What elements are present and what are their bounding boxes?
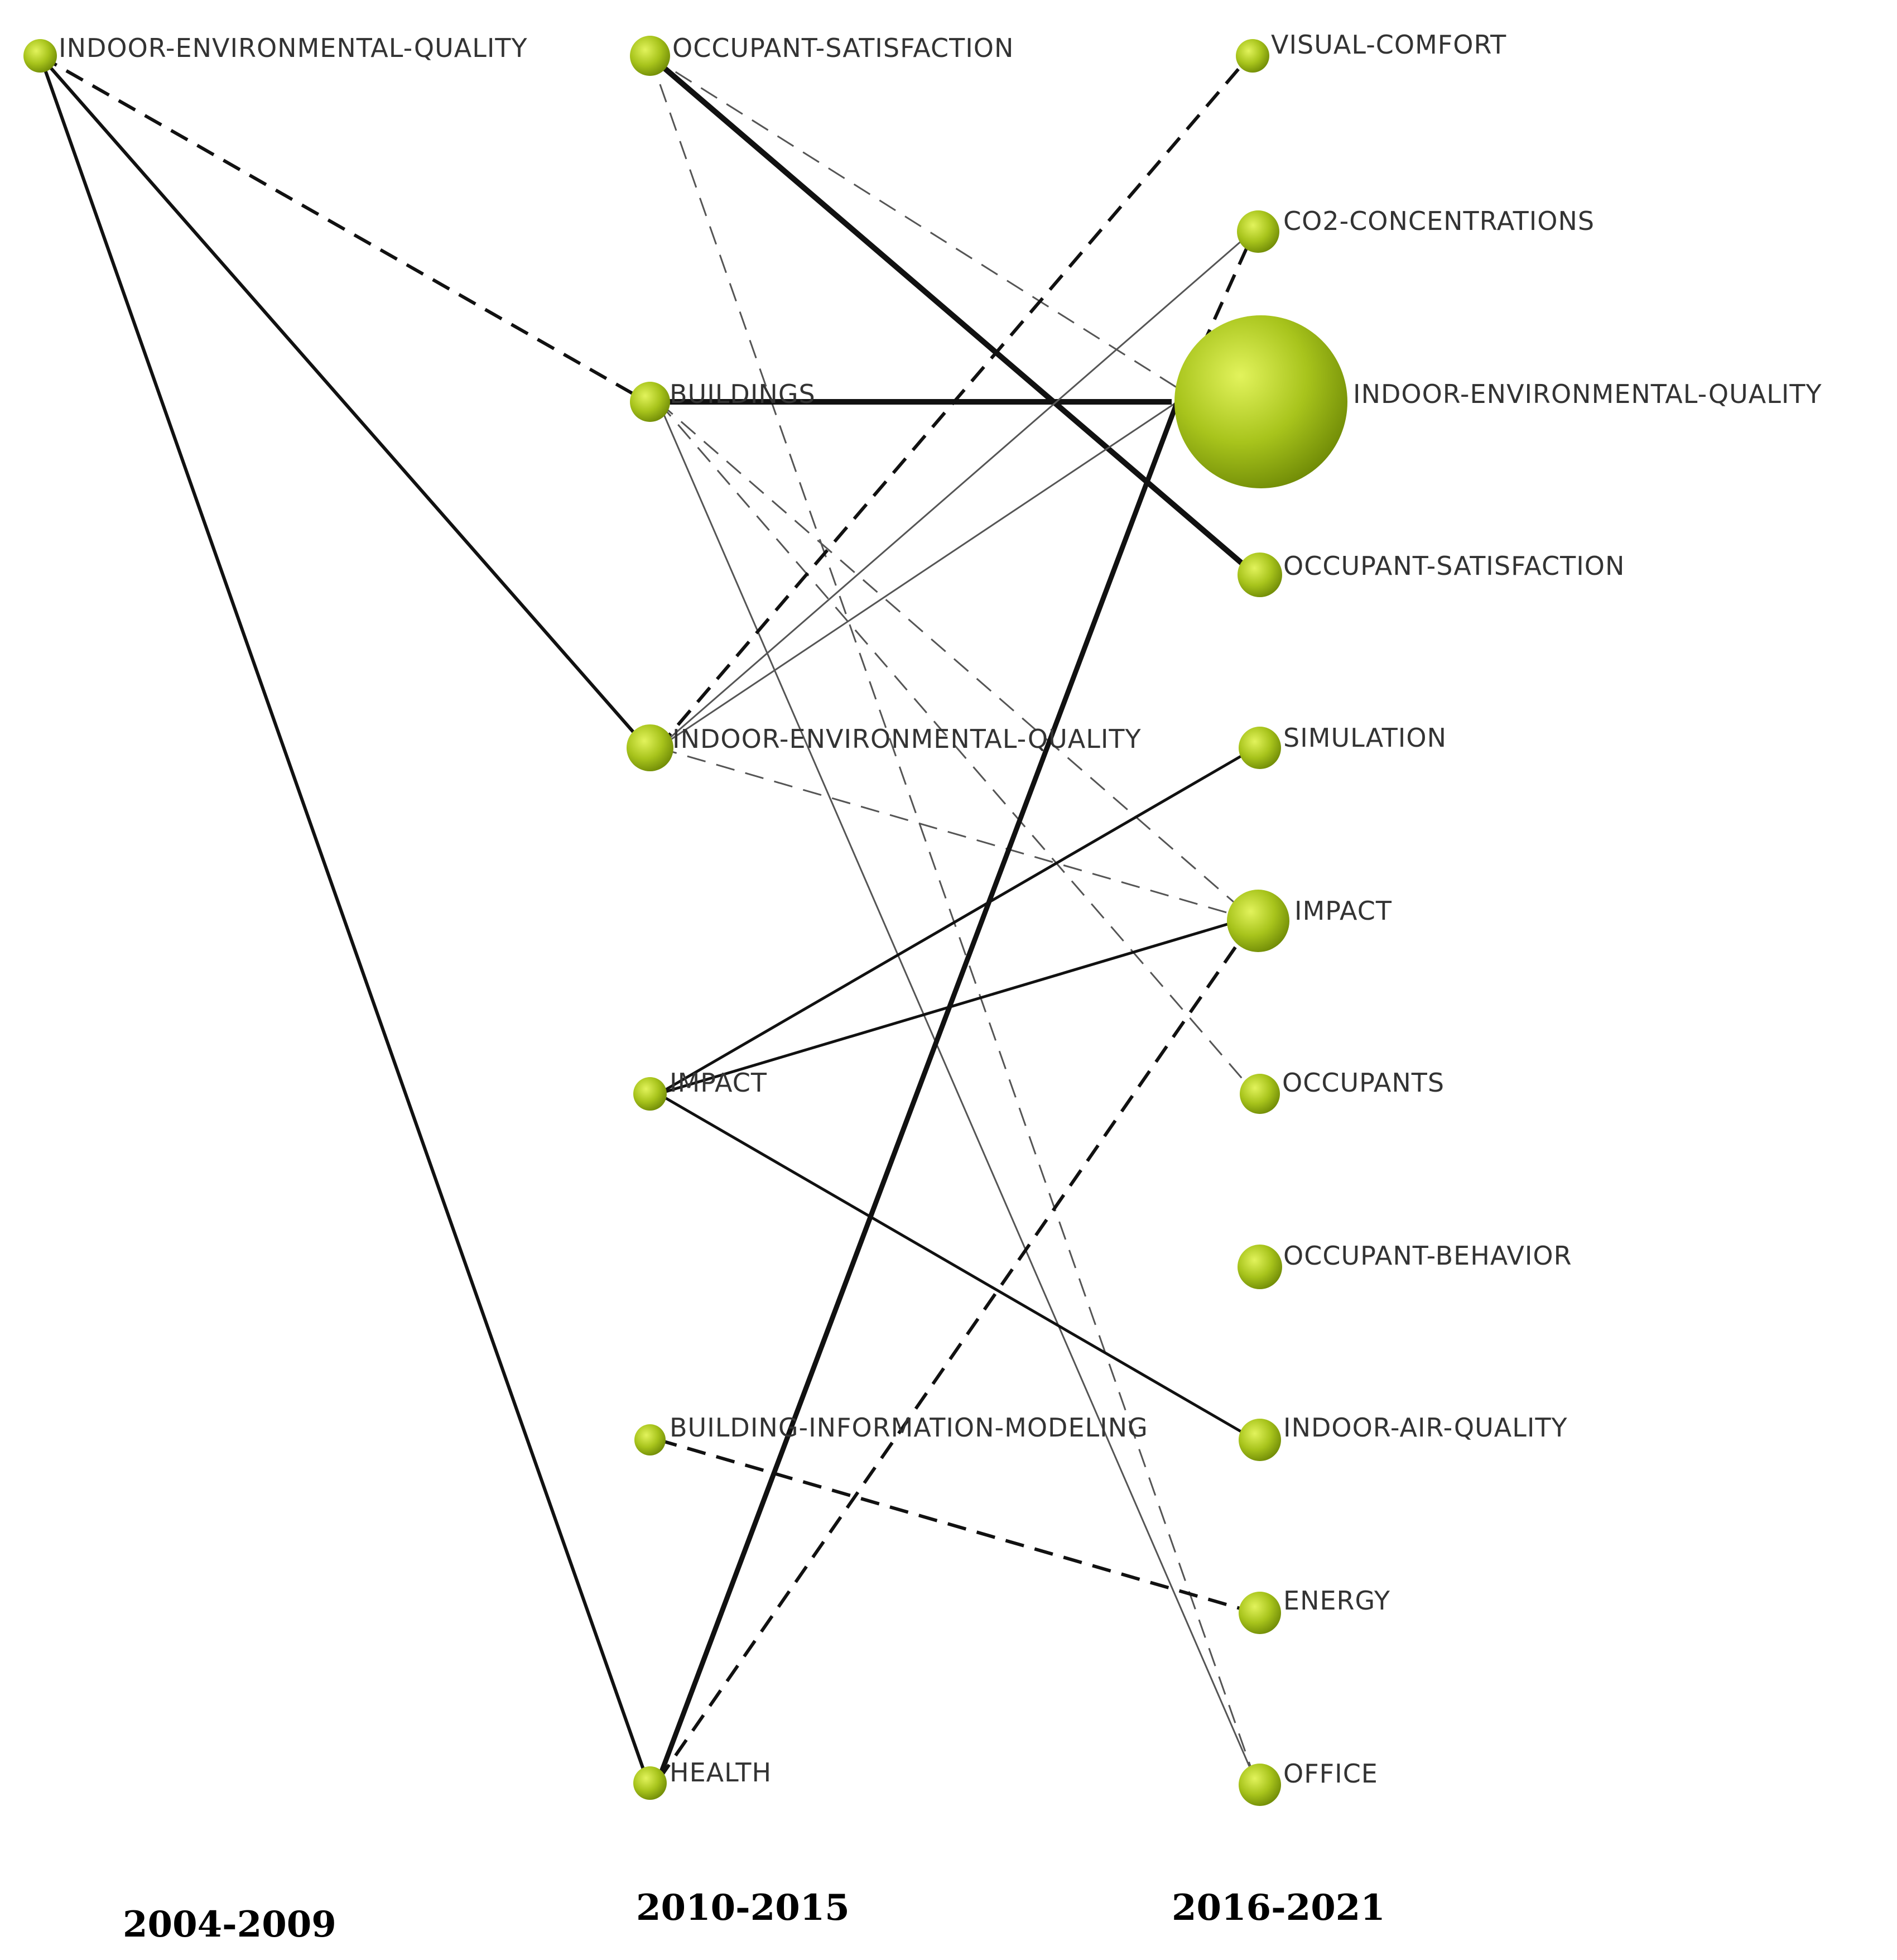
node-b-buildings[interactable] (630, 382, 670, 422)
label-c-visual: VISUAL-COMFORT (1271, 30, 1506, 60)
node-c-co2[interactable] (1237, 210, 1279, 253)
label-b-occsat: OCCUPANT-SATISFACTION (672, 33, 1014, 63)
label-c-occsat: OCCUPANT-SATISFACTION (1283, 551, 1625, 581)
column-2016-2021: VISUAL-COMFORT CO2-CONCENTRATIONS INDOOR… (1174, 30, 1822, 1806)
node-a-ieq[interactable] (23, 39, 57, 73)
column-2010-2015: OCCUPANT-SATISFACTION BUILDINGS INDOOR-E… (627, 33, 1148, 1800)
node-c-impact[interactable] (1227, 890, 1289, 952)
node-c-behavior[interactable] (1238, 1245, 1282, 1289)
edge-b-ieq-to-c-impact (658, 747, 1256, 922)
node-b-ieq[interactable] (627, 724, 673, 771)
node-c-simulation[interactable] (1239, 727, 1281, 769)
label-b-buildings: BUILDINGS (670, 379, 816, 409)
edge-a-ieq-to-b-health (38, 55, 649, 1781)
label-c-ieq: INDOOR-ENVIRONMENTAL-QUALITY (1353, 379, 1822, 409)
node-c-occsat[interactable] (1238, 553, 1282, 597)
period-label-2004-2009: 2004-2009 (123, 1904, 336, 1945)
node-c-visual[interactable] (1236, 39, 1269, 73)
label-b-ieq: INDOOR-ENVIRONMENTAL-QUALITY (672, 724, 1142, 754)
label-c-office: OFFICE (1283, 1759, 1378, 1789)
node-c-ieq[interactable] (1174, 315, 1347, 488)
edge-b-ieq-to-c-ieq (658, 401, 1178, 749)
edge-b-impact-to-c-iaq (657, 1092, 1256, 1442)
edge-b-occsat-to-c-ieq (649, 55, 1200, 403)
label-c-behavior: OCCUPANT-BEHAVIOR (1283, 1241, 1572, 1271)
period-label-2010-2015: 2010-2015 (636, 1887, 850, 1929)
node-c-office[interactable] (1239, 1764, 1281, 1806)
edge-b-impact-to-c-simulation (657, 746, 1256, 1096)
edge-b-buildings-to-c-impact (658, 401, 1256, 922)
label-c-energy: ENERGY (1283, 1586, 1390, 1616)
edge-a-ieq-to-b-buildings (39, 54, 648, 403)
edge-b-ieq-to-c-visual (657, 55, 1251, 749)
node-b-bim[interactable] (634, 1424, 666, 1455)
edge-b-buildings-to-c-occupants (657, 401, 1256, 1094)
node-c-occupants[interactable] (1240, 1074, 1280, 1114)
node-c-iaq[interactable] (1239, 1419, 1281, 1461)
label-c-iaq: INDOOR-AIR-QUALITY (1283, 1413, 1568, 1443)
edge-b-health-to-c-impact (657, 925, 1251, 1781)
edge-a-ieq-to-b-ieq (38, 55, 649, 749)
label-c-impact: IMPACT (1294, 896, 1392, 926)
label-c-co2: CO2-CONCENTRATIONS (1283, 206, 1595, 236)
column-2004-2009: INDOOR-ENVIRONMENTAL-QUALITY (23, 33, 528, 73)
period-labels: 2004-2009 2010-2015 2016-2021 (123, 1887, 1385, 1945)
node-b-health[interactable] (633, 1766, 667, 1800)
label-a-ieq: INDOOR-ENVIRONMENTAL-QUALITY (59, 33, 528, 63)
node-b-occsat[interactable] (630, 36, 670, 76)
label-b-health: HEALTH (670, 1757, 772, 1788)
label-b-impact: IMPACT (670, 1068, 767, 1098)
label-c-simulation: SIMULATION (1283, 723, 1447, 753)
edge-b-occsat-to-c-office (649, 55, 1256, 1781)
label-b-bim: BUILDING-INFORMATION-MODELING (670, 1413, 1148, 1443)
edge-b-ieq-to-c-co2 (658, 228, 1256, 749)
edges (38, 54, 1258, 1781)
node-b-impact[interactable] (633, 1077, 667, 1111)
edge-b-occsat-to-c-occsat (648, 54, 1258, 577)
edge-b-health-to-c-ieq (656, 401, 1180, 1781)
node-c-energy[interactable] (1239, 1592, 1281, 1634)
label-c-occupants: OCCUPANTS (1282, 1068, 1445, 1098)
period-label-2016-2021: 2016-2021 (1172, 1887, 1385, 1929)
edge-b-bim-to-c-energy (658, 1438, 1256, 1615)
